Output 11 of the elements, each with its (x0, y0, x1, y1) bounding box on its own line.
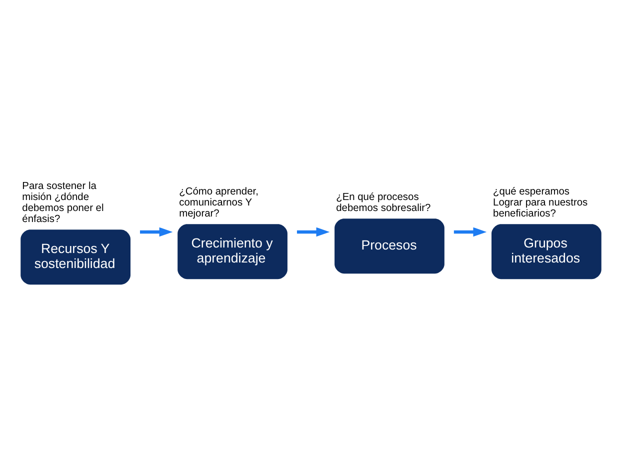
node-box: Procesos (334, 218, 444, 274)
arrow (140, 227, 173, 237)
node-label: ¿En qué procesos debemos sobresalir? (336, 192, 431, 214)
node-box: Grupos interesados (492, 224, 602, 280)
node-label: Para sostener la misión ¿dónde debemos poner el énfasis? (22, 181, 104, 226)
arrow (454, 227, 487, 237)
arrow (296, 227, 330, 237)
node-label: ¿Cómo aprender, comunicarnos Y mejorar? (179, 186, 258, 220)
node-label: ¿qué esperamos Lograr para nuestros beneficiarios? (493, 186, 588, 220)
node-box: Recursos Y sostenibilidad (20, 230, 130, 285)
node-box: Crecimiento y aprendizaje (178, 224, 288, 280)
